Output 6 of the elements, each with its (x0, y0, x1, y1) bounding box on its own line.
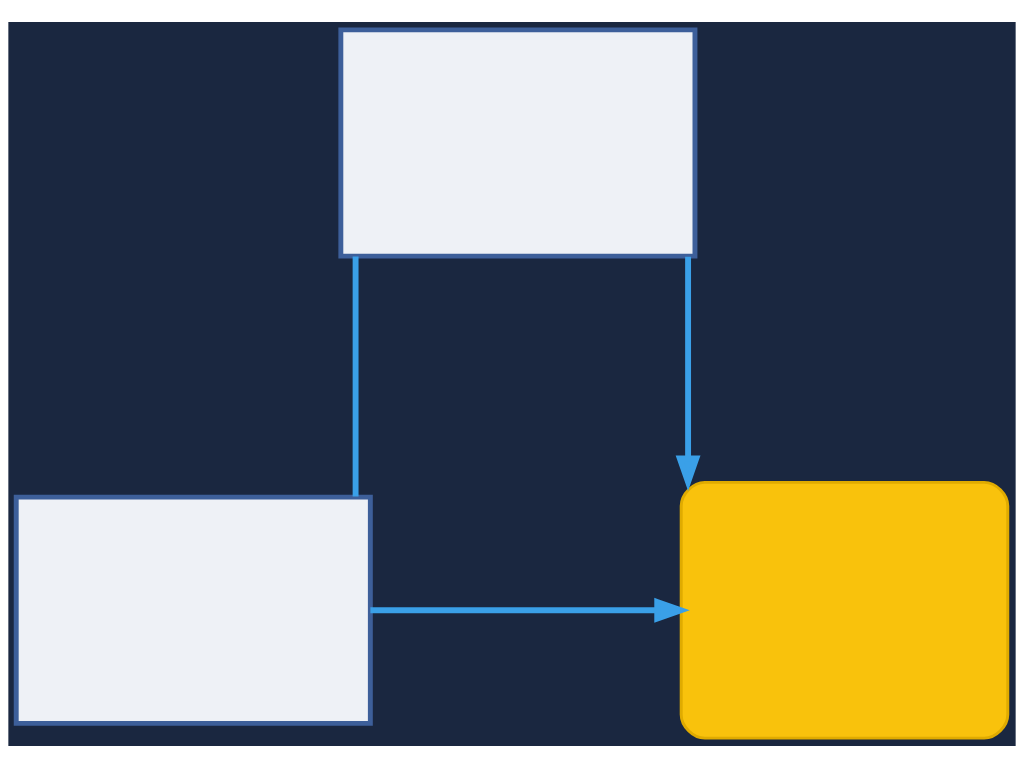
arrow (675, 256, 701, 491)
node-envelope (338, 27, 698, 259)
connector (352, 256, 359, 497)
node-padlock (679, 480, 1010, 740)
arrow (370, 597, 690, 623)
node-envelope (13, 494, 373, 726)
